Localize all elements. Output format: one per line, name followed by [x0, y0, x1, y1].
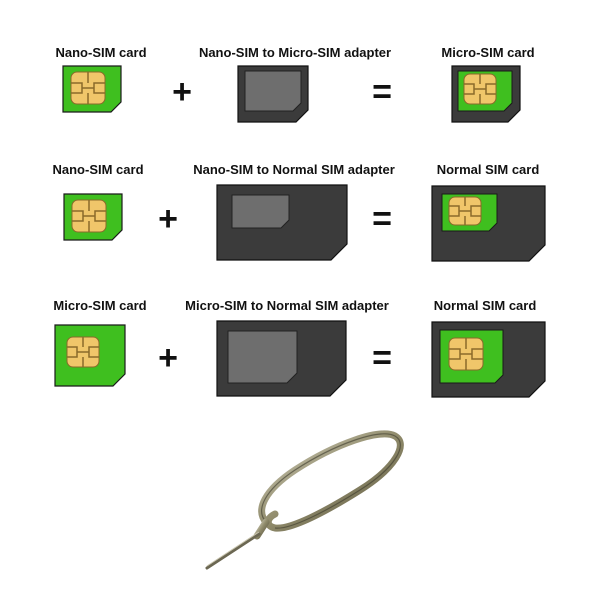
sim-ejector-pin-image: [205, 430, 404, 570]
row2-nano-sim-card: [63, 193, 123, 241]
row2-plus: +: [158, 200, 178, 238]
row2-adapter-label: Nano-SIM to Normal SIM adapter: [193, 162, 395, 177]
row3-equals: =: [372, 339, 392, 377]
row1-micro-sim-card: [451, 65, 521, 123]
row2-result-label: Normal SIM card: [436, 162, 540, 177]
row1-result-label: Micro-SIM card: [441, 45, 535, 60]
row1-nano-to-micro-adapter: [237, 65, 309, 123]
row3-plus: +: [158, 339, 178, 377]
row3-left-label: Micro-SIM card: [53, 298, 147, 313]
row2-equals: =: [372, 200, 392, 238]
row3-adapter-label: Micro-SIM to Normal SIM adapter: [185, 298, 389, 313]
row3-result-label: Normal SIM card: [433, 298, 537, 313]
row2-normal-sim-card: [431, 185, 546, 262]
row3-normal-sim-card: [431, 321, 546, 398]
row1-adapter-label: Nano-SIM to Micro-SIM adapter: [198, 45, 392, 60]
row2-nano-to-normal-adapter: [216, 184, 348, 261]
row1-nano-sim-card: [62, 65, 122, 113]
row3-micro-to-normal-adapter: [216, 320, 347, 397]
row1-left-label: Nano-SIM card: [55, 45, 147, 60]
row2-left-label: Nano-SIM card: [52, 162, 144, 177]
row1-plus: +: [172, 73, 192, 111]
row3-micro-sim-card: [54, 324, 126, 387]
row1-equals: =: [372, 73, 392, 111]
